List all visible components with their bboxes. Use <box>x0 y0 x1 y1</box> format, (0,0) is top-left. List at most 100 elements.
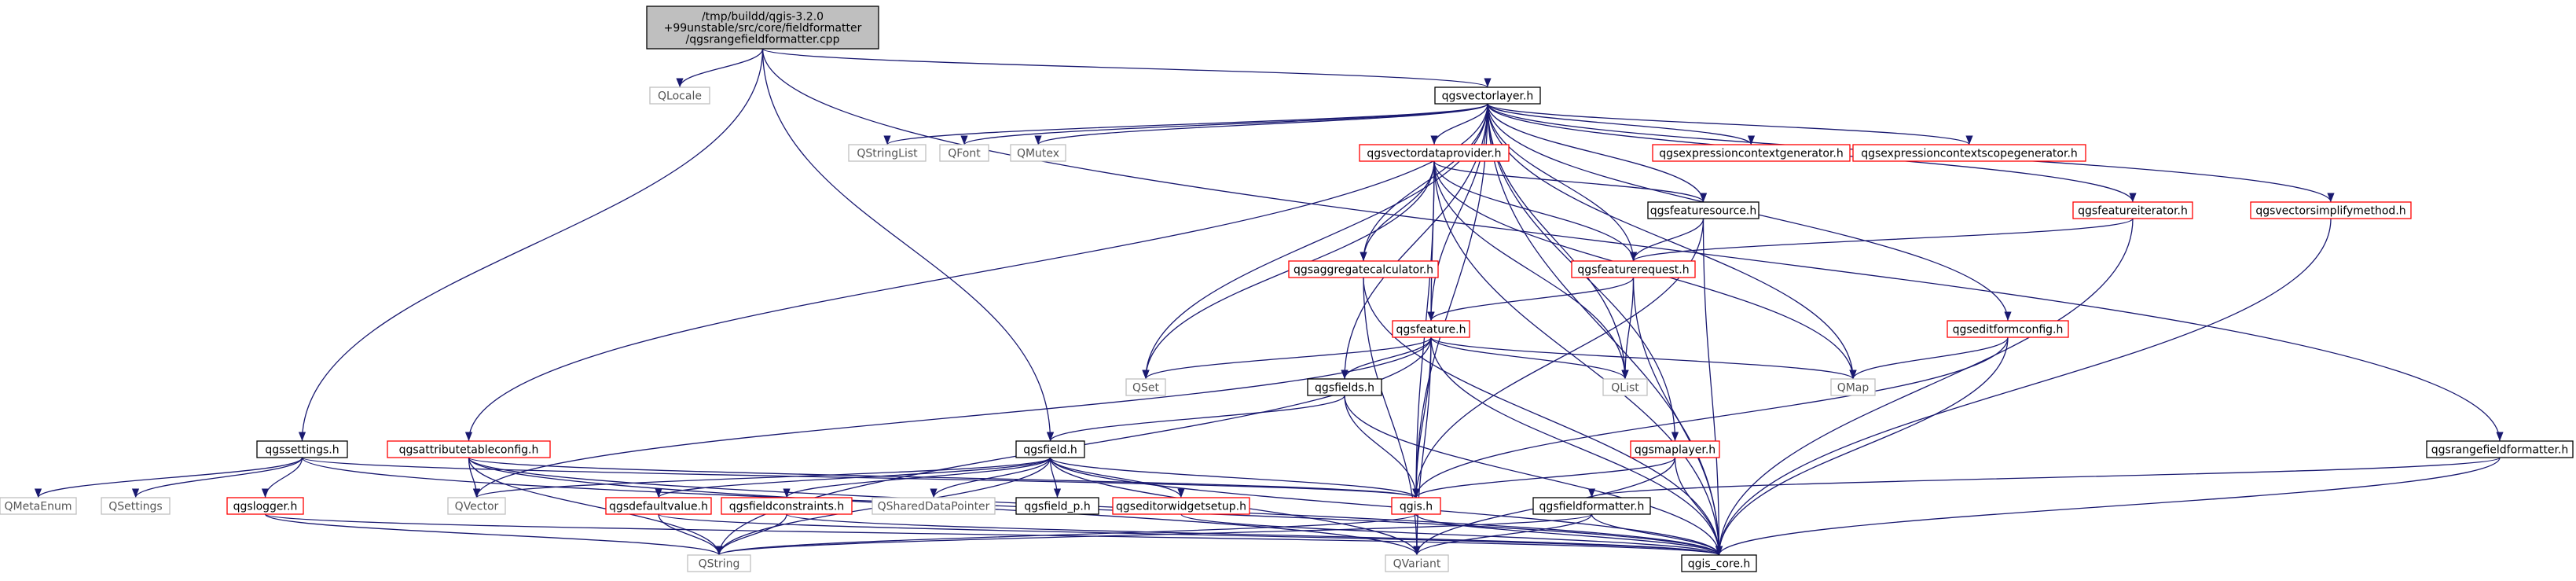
node-qgsexpressioncontextscopegenerator[interactable]: qgsexpressioncontextscopegenerator.h <box>1852 144 2086 162</box>
edge-qgsvectordataprovider-to-qlist <box>1433 160 1629 380</box>
edge-qgseditformconfig-to-qgis_core <box>1715 336 2009 556</box>
node-root[interactable]: /tmp/buildd/qgis-3.2.0+99unstable/src/co… <box>646 6 879 50</box>
edge-qgsfeaturesource-to-qgis_core <box>1702 218 1723 556</box>
node-label-qgsfield-p: qgsfield_p.h <box>1024 501 1091 513</box>
node-qmetaenum: QMetaEnum <box>0 497 77 515</box>
node-qgsfieldformatter[interactable]: qgsfieldformatter.h <box>1532 497 1651 515</box>
node-qmap: QMap <box>1830 378 1876 396</box>
node-label-qgsfieldconstraints: qgsfieldconstraints.h <box>729 501 844 513</box>
node-label-qstringlist: QStringList <box>857 148 918 160</box>
node-qgsrangefieldformatter[interactable]: qgsrangefieldformatter.h <box>2426 440 2574 458</box>
edge-qgsfield-to-qgsfieldconstraints <box>783 457 1051 498</box>
node-label-qstring: QString <box>699 558 740 571</box>
node-label-qlocale: QLocale <box>658 90 702 103</box>
edge-qgslogger-to-qgis_core <box>264 513 1723 556</box>
node-box-qgsfeature <box>1392 320 1470 338</box>
node-label-qgsattributetableconfig: qgsattributetableconfig.h <box>399 444 539 457</box>
node-qgseditorwidgetsetup[interactable]: qgseditorwidgetsetup.h <box>1112 497 1250 515</box>
edge-qgis-to-qgis_core <box>1415 513 1723 556</box>
node-qstringlist: QStringList <box>848 144 927 162</box>
edge-qgsattributetableconfig-to-qgis <box>468 457 1420 498</box>
edge-qgsfields-to-qgis <box>1344 395 1420 498</box>
node-label-qgsfeatureiterator: qgsfeatureiterator.h <box>2078 205 2188 218</box>
node-qgslogger[interactable]: qgslogger.h <box>226 497 304 515</box>
edge-qgsfield-to-qgseditorwidgetsetup <box>1049 457 1185 498</box>
node-box-qgsvectorsimplifymethod <box>2250 201 2412 219</box>
node-qshareddatapointer: QSharedDataPointer <box>872 497 996 515</box>
edge-qgsvectorlayer-to-qstringlist <box>883 103 1488 145</box>
node-box-qgsexpressioncontextscopegenerator <box>1852 144 2086 162</box>
node-qgsfeaturesource[interactable]: qgsfeaturesource.h <box>1647 201 1760 219</box>
node-qgis-core[interactable]: qgis_core.h <box>1681 554 1757 572</box>
edge-qgsfieldformatter-to-qvariant <box>1413 513 1593 556</box>
node-qgsattributetableconfig[interactable]: qgsattributetableconfig.h <box>387 440 551 458</box>
edge-qgsfeaturerequest-to-qlist <box>1621 277 1635 380</box>
node-label-qgssettings: qgssettings.h <box>265 444 339 457</box>
edge-qgsfeaturerequest-to-qgsfeature <box>1427 277 1635 322</box>
node-label-root: /tmp/buildd/qgis-3.2.0 <box>702 11 824 24</box>
edge-qgsfield-to-qgsdefaultvalue <box>655 457 1051 498</box>
node-qgsvectordataprovider[interactable]: qgsvectordataprovider.h <box>1359 144 1510 162</box>
node-box-qgsfeaturesource <box>1647 201 1760 219</box>
node-qlist: QList <box>1602 378 1648 396</box>
dependency-edges <box>34 48 2504 556</box>
node-label-qgis-core: qgis_core.h <box>1688 558 1751 571</box>
edge-qgsfeaturerequest-to-qgis_core <box>1632 277 1723 556</box>
edge-qgsfeature-to-qgis <box>1412 336 1432 498</box>
node-label-root: /qgsrangefieldformatter.cpp <box>686 34 840 46</box>
node-qgsfeaturerequest[interactable]: qgsfeaturerequest.h <box>1571 260 1696 278</box>
edge-qgsvectorlayer-to-qgsaggregatecalculator <box>1360 103 1488 262</box>
edge-qgis-to-qstring <box>715 513 1417 556</box>
node-label-qgsexpressioncontextscopegenerator: qgsexpressioncontextscopegenerator.h <box>1861 148 2078 160</box>
edge-qgsfieldformatter-to-qstring <box>715 513 1593 556</box>
edge-qgsrangefieldformatter-to-qgsfieldformatter <box>1588 457 2501 498</box>
node-box-qlist <box>1602 378 1648 396</box>
edge-qgsvectordataprovider-to-qgis_core <box>1433 160 1723 556</box>
node-label-qgsfields: qgsfields.h <box>1315 382 1374 395</box>
node-box-qgsfieldconstraints <box>721 497 853 515</box>
edge-qgslogger-to-qstring <box>264 513 723 556</box>
node-qgsfields[interactable]: qgsfields.h <box>1307 378 1382 396</box>
node-qgseditformconfig[interactable]: qgseditformconfig.h <box>1947 320 2069 338</box>
node-label-qgsvectordataprovider: qgsvectordataprovider.h <box>1367 148 1501 160</box>
node-box-qgseditformconfig <box>1947 320 2069 338</box>
node-qgsfield-p[interactable]: qgsfield_p.h <box>1015 497 1099 515</box>
edge-qgssettings-to-qgslogger <box>261 457 303 498</box>
node-qstring: QString <box>687 554 751 572</box>
node-qgis[interactable]: qgis.h <box>1391 497 1441 515</box>
node-qgsfeature[interactable]: qgsfeature.h <box>1392 320 1470 338</box>
node-qgsfield[interactable]: qgsfield.h <box>1015 440 1085 458</box>
edge-qgsfeature-to-qset <box>1142 336 1432 380</box>
node-qgsfieldconstraints[interactable]: qgsfieldconstraints.h <box>721 497 853 515</box>
edge-qgsrangefieldformatter-to-qgis_core <box>1715 457 2501 556</box>
node-qgsfeatureiterator[interactable]: qgsfeatureiterator.h <box>2072 201 2193 219</box>
node-box-qgslogger <box>226 497 304 515</box>
node-box-qgsaggregatecalculator <box>1288 260 1439 278</box>
node-label-qgsrangefieldformatter: qgsrangefieldformatter.h <box>2431 444 2569 457</box>
edge-qgsmaplayer-to-qgis_core <box>1674 457 1723 556</box>
edge-qgsfield-to-qgis <box>1049 457 1420 498</box>
node-qgsdefaultvalue[interactable]: qgsdefaultvalue.h <box>605 497 712 515</box>
node-qgssettings[interactable]: qgssettings.h <box>256 440 348 458</box>
node-qgsvectorlayer[interactable]: qgsvectorlayer.h <box>1434 86 1541 105</box>
edge-qgsfield-to-qgsfield_p <box>1049 457 1062 498</box>
node-qmutex: QMutex <box>1010 144 1066 162</box>
node-box-qmap <box>1830 378 1876 396</box>
edge-root-to-qgssettings <box>298 48 764 442</box>
edge-qgsfields-to-qgsfield <box>1046 395 1345 442</box>
edge-root-to-qlocale <box>676 48 764 88</box>
edge-qgsvectordataprovider-to-qgsfeaturerequest <box>1433 160 1638 262</box>
node-box-qgsmaplayer <box>1630 440 1720 458</box>
node-box-qgsfeaturerequest <box>1571 260 1696 278</box>
node-qgsmaplayer[interactable]: qgsmaplayer.h <box>1630 440 1720 458</box>
node-qgsexpressioncontextgenerator[interactable]: qgsexpressioncontextgenerator.h <box>1652 144 1851 162</box>
node-qgsvectorsimplifymethod[interactable]: qgsvectorsimplifymethod.h <box>2250 201 2412 219</box>
node-label-qgsaggregatecalculator: qgsaggregatecalculator.h <box>1294 264 1433 277</box>
node-box-qgsfield-p <box>1015 497 1099 515</box>
edge-qgseditformconfig-to-qmap <box>1849 336 2009 380</box>
edge-qgsfeatureiterator-to-qgsfeaturerequest <box>1630 218 2134 262</box>
node-box-qvector <box>447 497 506 515</box>
node-qgsaggregatecalculator[interactable]: qgsaggregatecalculator.h <box>1288 260 1439 278</box>
edge-qgsfieldconstraints-to-qgis_core <box>786 513 1723 556</box>
